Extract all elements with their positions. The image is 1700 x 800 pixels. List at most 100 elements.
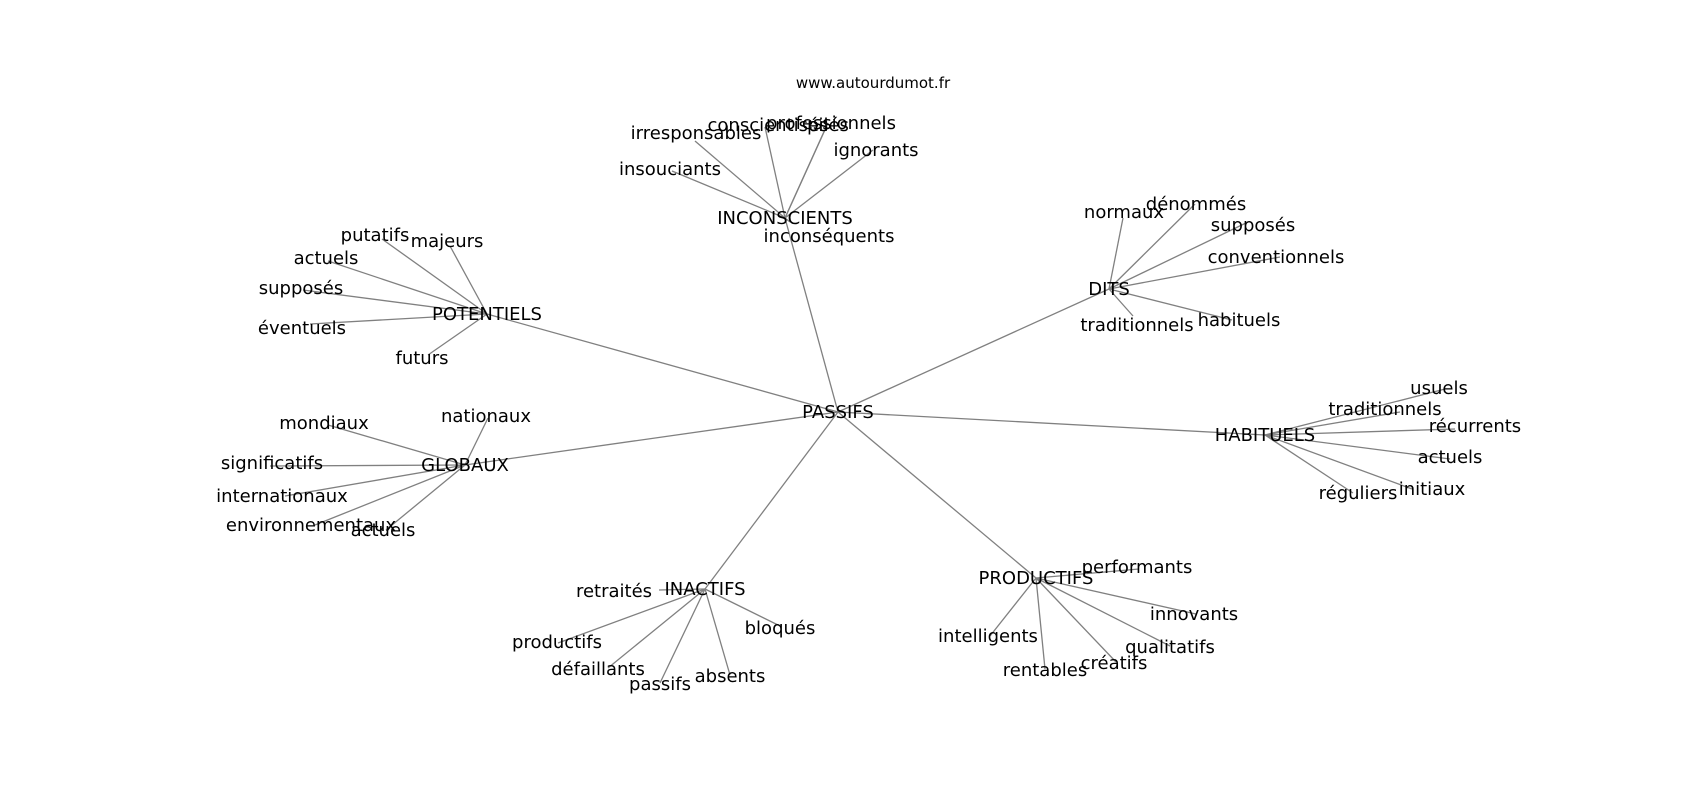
edge-root-globaux: [464, 411, 839, 466]
leaf-node-environnementaux: environnementaux: [226, 515, 397, 536]
hub-node-productifs: PRODUCTIFS: [979, 568, 1094, 589]
edge-inconscients-irresponsables-0: [694, 140, 786, 219]
edge-inconscients-piles-3: [784, 122, 829, 219]
leaf-node-retraites: retraités: [576, 581, 652, 602]
hub-node-inactifs: INACTIFS: [664, 579, 745, 600]
edge-habituels-traditionnels-1: [1264, 411, 1401, 436]
edge-inactifs-bloques-1: [704, 588, 781, 627]
edge-inactifs-absents-5: [704, 588, 731, 676]
edge-productifs-rentables-4: [1035, 577, 1046, 670]
edge-inactifs-defaillants-3: [607, 588, 706, 669]
edge-root-productifs: [837, 411, 1037, 579]
edge-inconscients-insouciants-5: [671, 170, 786, 219]
leaf-node-absents: absents: [695, 666, 766, 687]
leaf-node-majeurs: majeurs: [411, 231, 484, 252]
leaf-node-actuels: actuels: [1418, 447, 1483, 468]
edge-potentiels-actuels-2: [327, 260, 488, 315]
leaf-node-conventionnels: conventionnels: [1208, 247, 1345, 268]
leaf-node-productifs: productifs: [512, 632, 602, 653]
leaf-node-habituels: habituels: [1198, 310, 1281, 331]
leaf-node-defaillants: défaillants: [551, 659, 645, 680]
edge-globaux-nationaux-1: [464, 417, 489, 466]
edge-inactifs-passifs-4: [659, 588, 706, 684]
leaf-node-mondiaux: mondiaux: [279, 413, 369, 434]
hub-node-habituels: HABITUELS: [1215, 425, 1316, 446]
edge-root-habituels: [837, 411, 1266, 436]
edge-dits-supposes-2: [1108, 221, 1249, 290]
edge-root-potentiels: [486, 313, 839, 413]
edge-inconscients-inconsequents-6: [784, 217, 791, 223]
edge-globaux-mondiaux-0: [327, 424, 466, 466]
leaf-node-professionnels: professionnels: [766, 113, 896, 134]
leaf-node-internationaux: internationaux: [216, 486, 348, 507]
leaf-node-supposes: supposés: [1211, 215, 1295, 236]
edge-potentiels-supposes-3: [302, 289, 488, 315]
leaf-node-traditionnels: traditionnels: [1328, 399, 1441, 420]
edge-productifs-innovants-1: [1035, 577, 1197, 615]
edge-habituels-actuels-3: [1264, 434, 1451, 460]
edge-globaux-actuels-5: [385, 464, 466, 531]
edge-globaux-environnementaux-4: [314, 464, 466, 526]
edge-dits-denommes-1: [1108, 203, 1196, 290]
leaf-node-initiaux: initiaux: [1399, 479, 1466, 500]
edge-habituels-reguliers-5: [1264, 434, 1354, 494]
edge-root-dits: [837, 288, 1110, 413]
edges: [269, 122, 1456, 684]
leaf-node-innovants: innovants: [1150, 604, 1238, 625]
edge-potentiels-putatifs-0: [381, 238, 488, 315]
leaf-node-passifs: passifs: [629, 674, 691, 695]
edge-potentiels-majeurs-1: [449, 245, 488, 315]
edge-root-inactifs: [704, 411, 839, 590]
edge-inactifs-retraites-0: [658, 588, 706, 591]
leaf-node-irresponsables: irresponsables: [631, 123, 762, 144]
leaf-node-piles: pilés: [807, 115, 849, 136]
leaf-node-inconsequents: inconséquents: [764, 226, 895, 247]
leaf-node-qualitatifs: qualitatifs: [1125, 637, 1215, 658]
leaf-node-recurrents: récurrents: [1429, 416, 1521, 437]
edge-inconscients-ignorants-4: [784, 149, 874, 219]
leaf-node-insouciants: insouciants: [619, 159, 721, 180]
leaf-node-supposes: supposés: [259, 278, 343, 299]
root-node-label: PASSIFS: [802, 402, 874, 423]
leaf-node-usuels: usuels: [1410, 378, 1468, 399]
edge-productifs-intelligents-5: [989, 577, 1037, 637]
leaf-node-creatifs: créatifs: [1081, 653, 1148, 674]
watermark-text: www.autourdumot.fr: [796, 74, 951, 92]
leaf-node-putatifs: putatifs: [341, 225, 410, 246]
leaf-node-bloques: bloqués: [745, 618, 816, 639]
leaf-node-normaux: normaux: [1084, 202, 1164, 223]
hub-node-globaux: GLOBAUX: [421, 455, 509, 476]
leaf-node-futurs: futurs: [396, 348, 449, 369]
leaf-node-traditionnels: traditionnels: [1080, 315, 1193, 336]
edge-productifs-creatifs-3: [1035, 577, 1117, 663]
edge-habituels-usuels-0: [1264, 388, 1446, 436]
edge-globaux-internationaux-3: [284, 464, 466, 497]
edge-dits-traditionnels-5: [1108, 288, 1134, 317]
leaf-node-actuels: actuels: [351, 520, 416, 541]
leaf-node-conscientises: conscientisés: [708, 115, 829, 136]
leaf-node-denommes: dénommés: [1146, 194, 1246, 215]
edge-dits-habituels-4: [1108, 288, 1233, 321]
leaf-node-performants: performants: [1082, 557, 1193, 578]
leaf-node-actuels: actuels: [294, 248, 359, 269]
hub-node-dits: DITS: [1088, 279, 1130, 300]
leaf-node-reguliers: réguliers: [1319, 483, 1398, 504]
leaf-node-intelligents: intelligents: [938, 626, 1038, 647]
edge-habituels-initiaux-4: [1264, 434, 1413, 490]
leaf-node-rentables: rentables: [1003, 660, 1087, 681]
leaf-node-eventuels: éventuels: [258, 318, 346, 339]
edge-potentiels-eventuels-4: [309, 313, 488, 325]
edge-root-inconscients: [784, 217, 839, 413]
edge-dits-normaux-0: [1108, 217, 1124, 290]
edge-dits-conventionnels-3: [1108, 256, 1281, 290]
edge-productifs-qualitatifs-2: [1035, 577, 1171, 647]
edge-inactifs-productifs-2: [557, 588, 706, 644]
hub-node-inconscients: INCONSCIENTS: [717, 208, 853, 229]
edge-globaux-significatifs-2: [269, 464, 466, 467]
edge-productifs-performants-0: [1035, 568, 1140, 579]
leaf-node-ignorants: ignorants: [833, 140, 918, 161]
edge-inconscients-conscientises-1: [764, 126, 786, 219]
leaf-node-nationaux: nationaux: [441, 406, 531, 427]
hub-node-potentiels: POTENTIELS: [432, 304, 542, 325]
